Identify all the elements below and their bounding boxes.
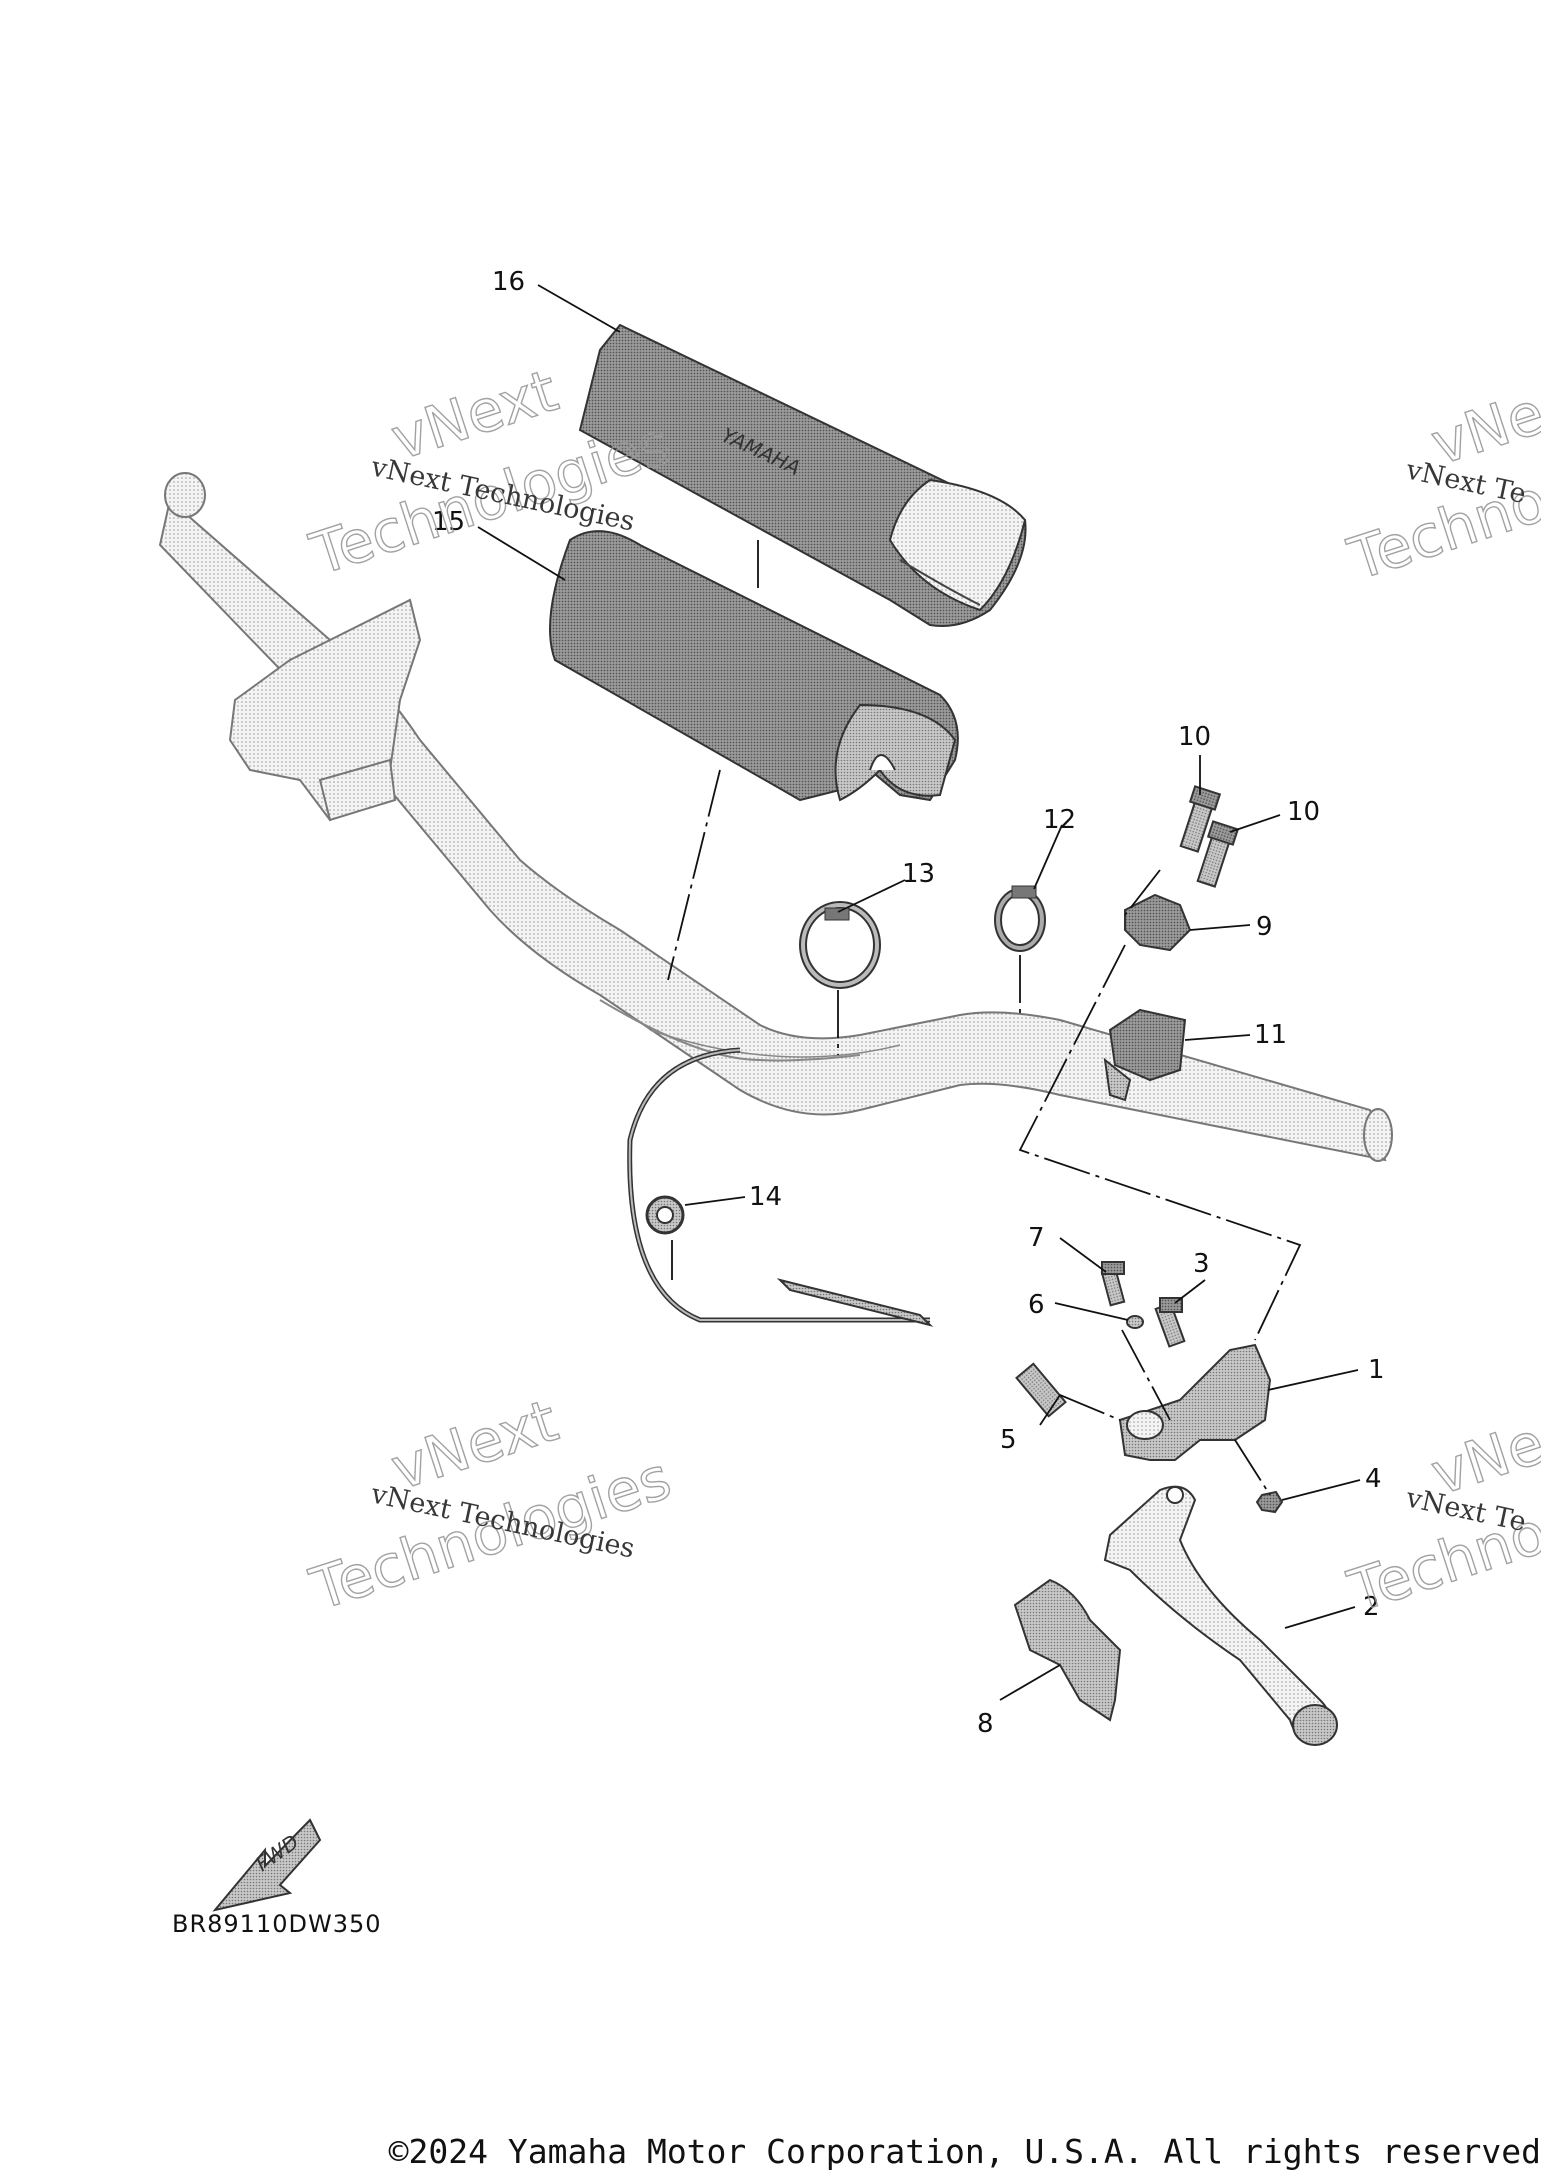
cable — [627, 1047, 934, 1327]
callout-16: 16 — [492, 267, 525, 297]
callout-13: 13 — [902, 859, 935, 889]
callout-3: 3 — [1193, 1249, 1210, 1279]
callout-15: 15 — [432, 507, 465, 537]
callout-1: 1 — [1368, 1355, 1385, 1385]
bolt-3 — [1154, 1297, 1186, 1348]
foam-pad — [549, 530, 959, 802]
throttle-housing — [228, 598, 422, 822]
callout-7: 7 — [1028, 1223, 1045, 1253]
callout-6: 6 — [1028, 1290, 1045, 1320]
lever-holder — [1118, 1343, 1272, 1461]
leader-lines — [477, 284, 1361, 1701]
bolt-7 — [1100, 1261, 1126, 1307]
callout-4: 4 — [1365, 1464, 1382, 1494]
diagram-code: BR89110DW350 — [172, 1910, 382, 1938]
forward-arrow-icon: FWD — [212, 1818, 322, 1912]
adjuster-5 — [1015, 1362, 1067, 1418]
clutch-lever — [1103, 1485, 1338, 1746]
callout-9: 9 — [1256, 912, 1273, 942]
watermark-top-right: vNe Techno vNext Te — [1340, 378, 1541, 594]
handlebar — [158, 472, 1393, 1162]
watermark-bottom-right: vNe Techno vNext Te — [1340, 1408, 1541, 1626]
watermark-bottom-left: vNext Technologies vNext Technologies — [302, 1386, 680, 1625]
washer-6 — [1126, 1315, 1144, 1329]
callout-2: 2 — [1363, 1592, 1380, 1622]
clamp-bracket — [1124, 893, 1192, 952]
callout-10a: 10 — [1178, 722, 1211, 752]
switch-housing — [1103, 1008, 1187, 1102]
callout-14: 14 — [749, 1182, 782, 1212]
callout-10b: 10 — [1287, 797, 1320, 827]
assembly-lines — [667, 540, 1302, 1496]
clamp-band — [799, 901, 881, 989]
callout-12: 12 — [1043, 805, 1076, 835]
bolt-a — [1179, 785, 1222, 853]
lever-cover — [1013, 1578, 1122, 1722]
bolt-b — [1196, 820, 1240, 888]
nut-4 — [1255, 1490, 1284, 1514]
pad-cover: YAMAHA — [578, 323, 1027, 627]
copyright-notice: ©2024 Yamaha Motor Corporation, U.S.A. A… — [388, 2132, 1541, 2171]
callouts: 1 2 3 4 5 6 7 8 9 10 10 11 12 13 14 15 1… — [432, 267, 1385, 1739]
callout-11: 11 — [1254, 1020, 1287, 1050]
callout-8: 8 — [977, 1709, 994, 1739]
callout-5: 5 — [1000, 1425, 1017, 1455]
clamp — [994, 885, 1046, 952]
